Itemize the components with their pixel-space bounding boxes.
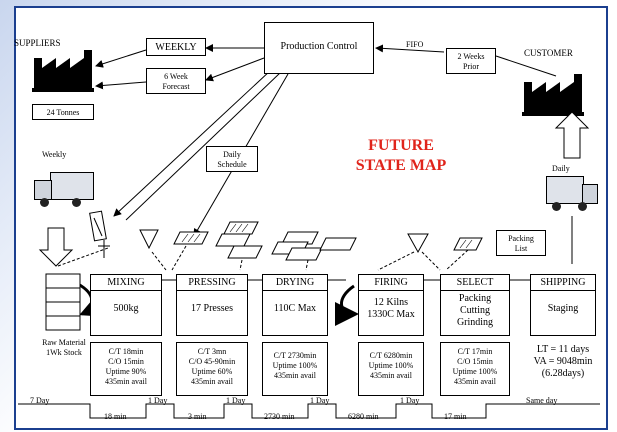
- process-body: 500kg: [91, 303, 161, 314]
- timeline-day: 1 Day: [400, 396, 419, 405]
- data-box-select: C/T 17min C/O 15min Uptime 100% 435min a…: [440, 342, 510, 396]
- timeline-day: 1 Day: [148, 396, 167, 405]
- packing-list-box: Packing List: [496, 230, 546, 256]
- data-box-drying: C/T 2730min Uptime 100% 435min avail: [262, 342, 328, 396]
- packing-list-line-1: Packing: [497, 234, 545, 243]
- production-control-box: Production Control: [264, 22, 374, 74]
- daily-schedule-box: Daily Schedule: [206, 146, 258, 172]
- value-add-days: (6.28days): [528, 368, 598, 379]
- data-line: Uptime 90%: [91, 367, 161, 376]
- weekly-order-label: WEEKLY: [147, 42, 205, 53]
- process-name: DRYING: [263, 277, 327, 291]
- truck-icon: [32, 170, 94, 210]
- packing-list-line-2: List: [497, 244, 545, 253]
- process-box-drying: DRYING 110C Max: [262, 274, 328, 336]
- weekly-delivery-label: Weekly: [42, 150, 66, 159]
- process-body: 110C Max: [263, 303, 327, 314]
- data-line: 435min avail: [177, 377, 247, 386]
- process-body: Grinding: [441, 317, 509, 328]
- tonnes-label: 24 Tonnes: [33, 108, 93, 117]
- data-box-pressing: C/T 3mn C/O 45-90min Uptime 60% 435min a…: [176, 342, 248, 396]
- process-body: Packing: [441, 293, 509, 304]
- timeline-minutes: 3 min: [188, 412, 206, 421]
- data-line: 435min avail: [91, 377, 161, 386]
- data-line: Uptime 60%: [177, 367, 247, 376]
- customer-factory-icon: [522, 74, 584, 116]
- data-line: C/T 2730min: [263, 351, 327, 360]
- suppliers-label: SUPPLIERS: [14, 38, 61, 49]
- process-body: 12 Kilns: [359, 297, 423, 308]
- process-body: Staging: [531, 303, 595, 314]
- process-body: Cutting: [441, 305, 509, 316]
- weekly-order-box: WEEKLY: [146, 38, 206, 56]
- timeline-minutes: 17 min: [444, 412, 466, 421]
- lead-time-summary: LT = 11 days: [528, 344, 598, 355]
- process-box-firing: FIRING 12 Kilns 1330C Max: [358, 274, 424, 336]
- data-box-firing: C/T 6280min Uptime 100% 435min avail: [358, 342, 424, 396]
- daily-schedule-line-2: Schedule: [207, 160, 257, 169]
- process-body: 1330C Max: [359, 309, 423, 320]
- timeline-day: 1 Day: [310, 396, 329, 405]
- process-name: SELECT: [441, 277, 509, 291]
- forecast-box: 6 Week Forecast: [146, 68, 206, 94]
- data-line: C/T 18min: [91, 347, 161, 356]
- data-line: 435min avail: [359, 371, 423, 380]
- kanban-post-icon: [90, 211, 110, 258]
- title-line-2: STATE MAP: [346, 156, 456, 176]
- two-weeks-line-1: 2 Weeks: [447, 52, 495, 61]
- value-add-summary: VA = 9048min: [528, 356, 598, 367]
- data-line: C/O 15min: [441, 357, 509, 366]
- inventory-triangle-icon: [140, 230, 158, 248]
- data-line: 435min avail: [263, 371, 327, 380]
- daily-delivery-label: Daily: [552, 164, 570, 173]
- data-line: Uptime 100%: [263, 361, 327, 370]
- data-line: 435min avail: [441, 377, 509, 386]
- process-box-mixing: MIXING 500kg: [90, 274, 162, 336]
- data-line: C/T 6280min: [359, 351, 423, 360]
- data-line: Uptime 100%: [359, 361, 423, 370]
- process-box-pressing: PRESSING 17 Presses: [176, 274, 248, 336]
- inventory-triangle-icon: [408, 234, 428, 252]
- process-name: FIRING: [359, 277, 423, 291]
- data-line: C/T 3mn: [177, 347, 247, 356]
- fifo-label: FIFO: [406, 40, 423, 49]
- process-name: SHIPPING: [531, 277, 595, 291]
- title-line-1: FUTURE: [346, 136, 456, 156]
- data-line: Uptime 100%: [441, 367, 509, 376]
- timeline-minutes: 2730 min: [264, 412, 294, 421]
- process-name: PRESSING: [177, 277, 247, 291]
- process-box-shipping: SHIPPING Staging: [530, 274, 596, 336]
- data-line: C/O 15min: [91, 357, 161, 366]
- data-line: C/T 17min: [441, 347, 509, 356]
- timeline-minutes: 18 min: [104, 412, 126, 421]
- tonnes-box: 24 Tonnes: [32, 104, 94, 120]
- data-box-mixing: C/T 18min C/O 15min Uptime 90% 435min av…: [90, 342, 162, 396]
- timeline-day: 7 Day: [30, 396, 49, 405]
- timeline-minutes: 6280 min: [348, 412, 378, 421]
- data-line: C/O 45-90min: [177, 357, 247, 366]
- process-name: MIXING: [91, 277, 161, 291]
- customer-label: CUSTOMER: [524, 48, 573, 59]
- two-weeks-prior-box: 2 Weeks Prior: [446, 48, 496, 74]
- timeline-day: Same day: [526, 396, 557, 405]
- supplier-factory-icon: [32, 50, 94, 92]
- truck-icon: [546, 174, 600, 214]
- forecast-line-1: 6 Week: [147, 72, 205, 81]
- forecast-line-2: Forecast: [147, 82, 205, 91]
- daily-schedule-line-1: Daily: [207, 150, 257, 159]
- two-weeks-line-2: Prior: [447, 62, 495, 71]
- process-body: 17 Presses: [177, 303, 247, 314]
- value-stream-map: SUPPLIERS CUSTOMER Production Control WE…: [14, 6, 608, 430]
- timeline-day: 1 Day: [226, 396, 245, 405]
- production-control-label: Production Control: [265, 41, 373, 52]
- process-box-select: SELECT Packing Cutting Grinding: [440, 274, 510, 336]
